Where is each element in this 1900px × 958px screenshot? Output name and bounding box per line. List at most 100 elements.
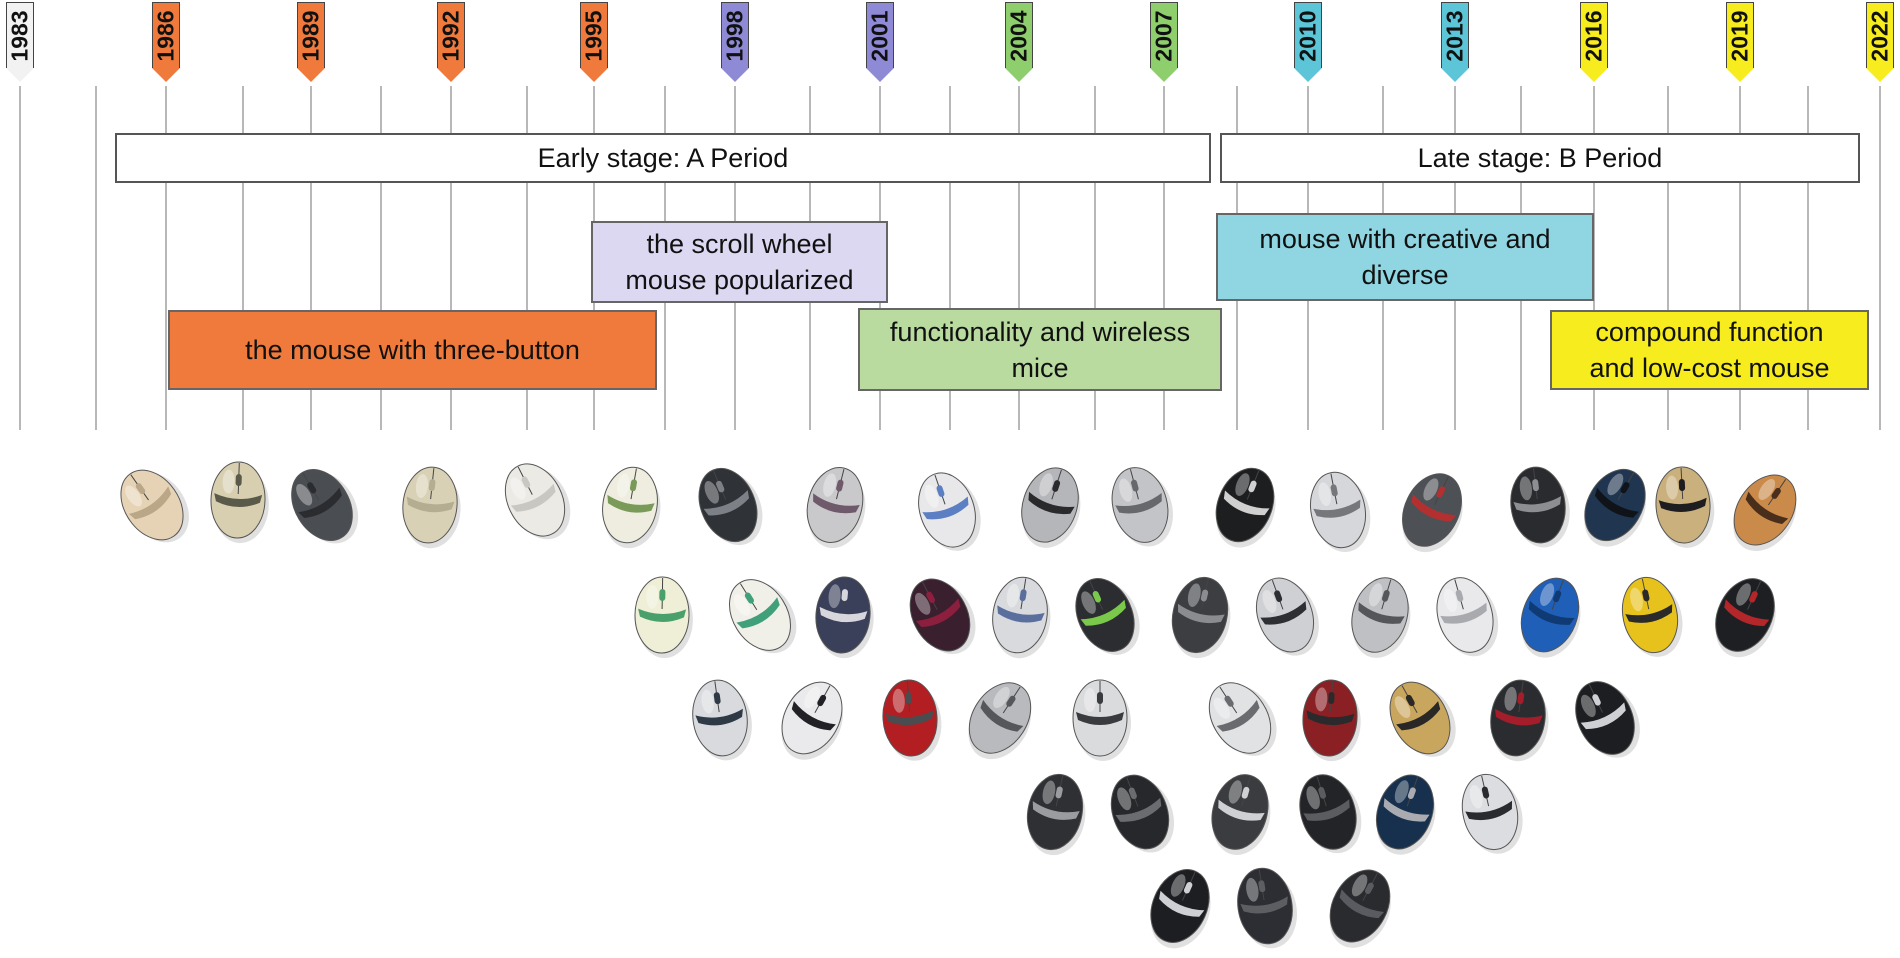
gridline (450, 86, 452, 430)
gridline (19, 86, 21, 430)
period-late: Late stage: B Period (1220, 133, 1860, 183)
computer-mouse-icon (634, 576, 693, 659)
year-label: 2001 (866, 9, 893, 62)
computer-mouse-icon (1351, 577, 1411, 658)
stage-wireless: functionality and wireless mice (858, 308, 1222, 391)
computer-mouse-icon (602, 466, 661, 549)
computer-mouse-icon (1211, 774, 1271, 855)
computer-mouse-icon (1621, 576, 1683, 657)
stage-compound-line2: and low-cost mouse (1589, 353, 1830, 383)
computer-mouse-icon (815, 576, 874, 659)
gridline (1739, 86, 1741, 430)
computer-mouse-icon (1255, 577, 1319, 656)
computer-mouse-icon (806, 467, 866, 549)
computer-mouse-icon (1021, 467, 1081, 548)
gridline (165, 86, 167, 430)
computer-mouse-icon (909, 578, 976, 655)
gridline (1018, 86, 1020, 430)
computer-mouse-icon (291, 469, 359, 544)
gridline (526, 86, 528, 430)
year-label: 1992 (437, 9, 464, 62)
computer-mouse-icon (1490, 679, 1549, 762)
stage-wireless-line2: mice (1011, 352, 1069, 383)
computer-mouse-icon (1575, 681, 1640, 758)
computer-mouse-icon (1584, 468, 1646, 547)
computer-mouse-icon (882, 679, 942, 761)
period-late-label: Late stage: B Period (1417, 142, 1663, 173)
year-label: 1986 (152, 9, 179, 62)
computer-mouse-icon (692, 679, 752, 761)
gridline (1163, 86, 1165, 430)
period-early: Early stage: A Period (115, 133, 1211, 183)
computer-mouse-icon (1375, 774, 1436, 855)
computer-mouse-icon (1436, 577, 1499, 657)
gridline (1094, 86, 1096, 430)
year-label: 2007 (1150, 9, 1177, 62)
gridline (1879, 86, 1881, 430)
computer-mouse-icon (1075, 578, 1140, 655)
year-label: 1995 (580, 9, 607, 62)
computer-mouse-icon (968, 682, 1032, 760)
gridline (95, 86, 97, 430)
computer-mouse-icon (1389, 681, 1456, 757)
computer-mouse-icon (1329, 869, 1391, 948)
computer-mouse-icon (1715, 578, 1776, 658)
gridline (380, 86, 382, 430)
computer-mouse-icon (1171, 576, 1231, 659)
computer-mouse-icon (918, 472, 981, 551)
gridline (1807, 86, 1809, 430)
computer-mouse-icon (120, 469, 189, 543)
computer-mouse-icon (1026, 773, 1086, 856)
year-label: 2019 (1726, 9, 1753, 62)
stage-wireless-line1: functionality and wireless (889, 316, 1191, 347)
computer-mouse-icon (402, 466, 461, 549)
computer-mouse-icon (1510, 466, 1570, 548)
stage-three-button: the mouse with three-button (168, 310, 657, 390)
stage-scroll-wheel: the scroll wheel mouse popularized (591, 221, 888, 303)
year-label: 1983 (6, 9, 33, 62)
year-label: 1998 (721, 9, 748, 62)
gridline (1593, 86, 1595, 430)
computer-mouse-icon (1111, 467, 1173, 547)
computer-mouse-icon (1072, 679, 1131, 761)
stage-creative-line2: diverse (1361, 260, 1449, 290)
stage-three-button-label: the mouse with three-button (245, 335, 580, 365)
computer-mouse-icon (1302, 679, 1361, 762)
computer-mouse-icon (1299, 774, 1362, 854)
computer-mouse-icon (729, 579, 797, 654)
computer-mouse-icon (1733, 474, 1797, 552)
computer-mouse-icon (1310, 471, 1371, 553)
computer-mouse-icon (504, 463, 571, 540)
computer-mouse-icon (1215, 467, 1276, 548)
stage-compound: compound function and low-cost mouse (1550, 310, 1869, 390)
computer-mouse-icon (1150, 869, 1211, 949)
stage-compound-line1: compound function (1595, 317, 1824, 347)
stage-creative: mouse with creative and diverse (1216, 213, 1594, 301)
computer-mouse-icon (1520, 577, 1581, 658)
gridline (1667, 86, 1669, 430)
gridline (949, 86, 951, 430)
year-label: 2004 (1005, 9, 1032, 62)
period-early-label: Early stage: A Period (537, 142, 789, 173)
stage-creative-line1: mouse with creative and (1259, 224, 1551, 254)
computer-mouse-icon (1655, 466, 1715, 548)
computer-mouse-icon (698, 467, 763, 546)
stage-scroll-wheel-line2: mouse popularized (625, 265, 854, 295)
year-label: 2022 (1866, 9, 1893, 62)
computer-mouse-icon (992, 576, 1051, 659)
computer-mouse-icon (1237, 867, 1298, 949)
gridline (242, 86, 244, 430)
computer-mouse-icon (1208, 682, 1277, 756)
computer-mouse-icon (1461, 773, 1523, 854)
computer-mouse-icon (781, 681, 843, 760)
year-label: 2016 (1580, 9, 1607, 62)
stage-scroll-wheel-line1: the scroll wheel (646, 229, 833, 259)
computer-mouse-icon (1402, 473, 1463, 553)
year-label: 2010 (1294, 9, 1321, 62)
year-label: 2013 (1441, 9, 1468, 62)
computer-mouse-icon (210, 461, 269, 544)
year-label: 1989 (297, 9, 324, 62)
gridline (310, 86, 312, 430)
computer-mouse-icon (1110, 774, 1175, 853)
